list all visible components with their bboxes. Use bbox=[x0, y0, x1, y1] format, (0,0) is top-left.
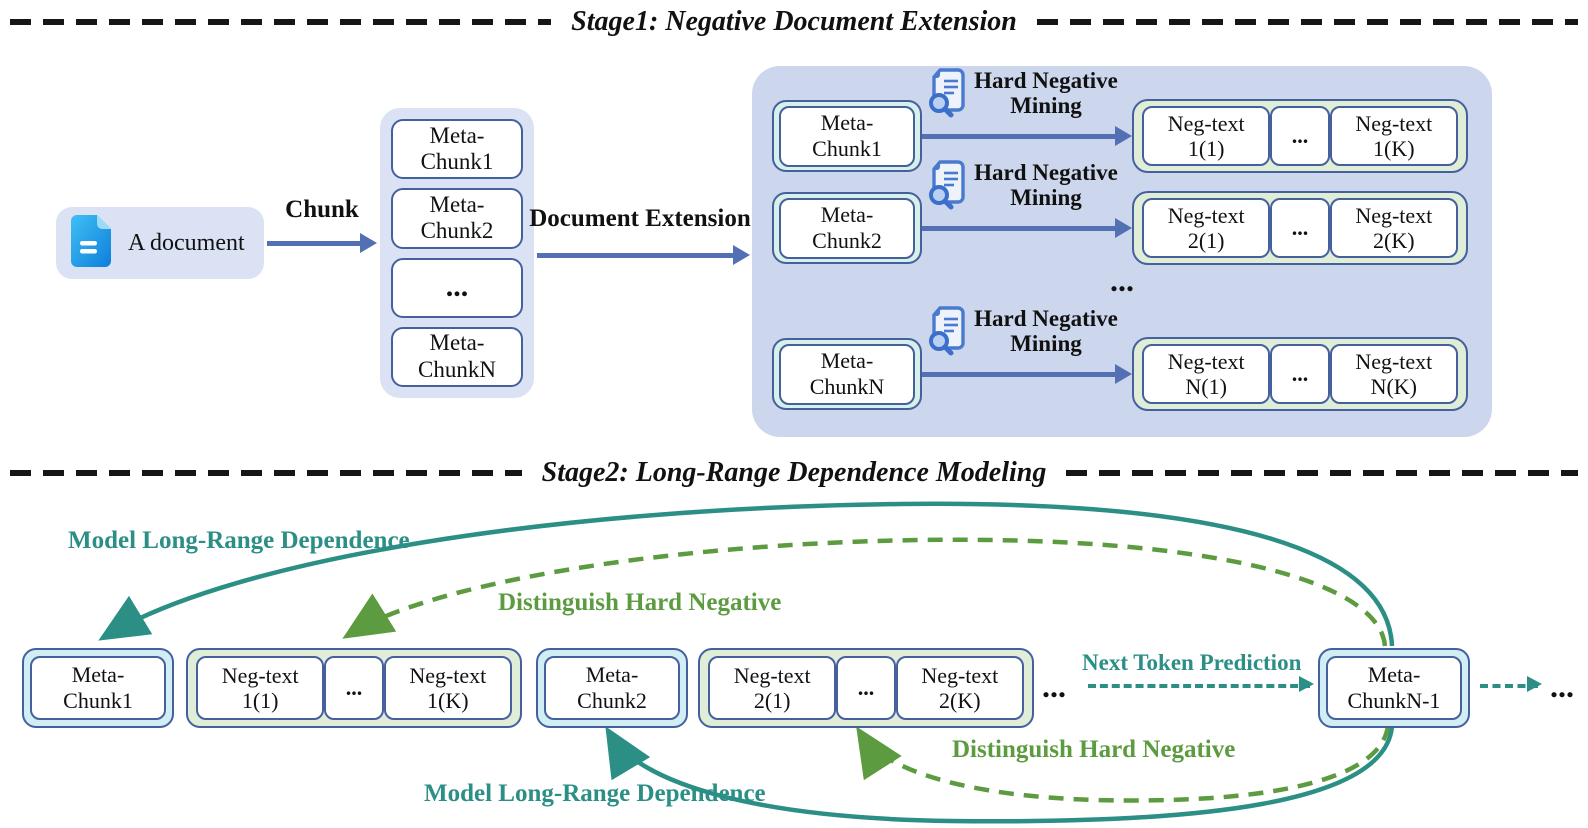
document-search-icon bbox=[926, 306, 968, 361]
neg-text-ellipsis: ... bbox=[1270, 198, 1330, 258]
seq-meta-chunkN-1-box: Meta-ChunkN-1 bbox=[1318, 648, 1470, 728]
stack-ellipsis-box: ... bbox=[391, 257, 523, 318]
hard-negative-mining-label: Hard Negative Mining bbox=[926, 68, 1122, 123]
document-icon bbox=[69, 214, 115, 273]
dashed-divider bbox=[1036, 19, 1578, 25]
mining-arrow bbox=[922, 218, 1132, 238]
meta-chunk1-box: Meta-Chunk1 bbox=[391, 119, 523, 180]
distinguish-hard-negative-label-bottom: Distinguish Hard Negative bbox=[952, 736, 1236, 763]
dashed-divider bbox=[10, 19, 552, 25]
dashed-divider bbox=[1066, 470, 1578, 476]
document-extension-arrow bbox=[537, 245, 750, 265]
meta-chunkN-box: Meta-ChunkN bbox=[391, 326, 523, 387]
meta-chunk2-box: Meta-Chunk2 bbox=[772, 192, 922, 264]
neg-text-ellipsis: ... bbox=[1270, 106, 1330, 166]
document-search-icon bbox=[926, 160, 968, 215]
stage1-title-row: Stage1: Negative Document Extension bbox=[10, 6, 1578, 38]
negative-extension-panel: Meta-Chunk1 Hard Negative bbox=[752, 66, 1492, 437]
model-dependence-curve-bottom bbox=[605, 725, 1395, 824]
seq-meta-chunk1-box: Meta-Chunk1 bbox=[22, 648, 174, 728]
mining-arrow bbox=[922, 126, 1132, 146]
panel-rows-ellipsis: ... bbox=[1110, 262, 1134, 298]
document-card: A document bbox=[56, 207, 264, 279]
neg-text-ellipsis: ... bbox=[836, 656, 896, 720]
neg-text-ellipsis: ... bbox=[324, 656, 384, 720]
document-search-icon bbox=[926, 68, 968, 123]
document-label: A document bbox=[128, 229, 245, 256]
neg-text-ellipsis: ... bbox=[1270, 344, 1330, 404]
stage1-title: Stage1: Negative Document Extension bbox=[571, 6, 1017, 37]
model-dependence-label-bottom: Model Long-Range Dependence bbox=[424, 780, 766, 807]
seq-meta-chunk2-box: Meta-Chunk2 bbox=[536, 648, 688, 728]
meta-chunk2-box: Meta-Chunk2 bbox=[391, 188, 523, 249]
dashed-divider bbox=[10, 470, 522, 476]
document-extension-label: Document Extension bbox=[529, 205, 751, 232]
distinguish-hard-negative-curve-bottom bbox=[856, 725, 1391, 803]
mining-arrow bbox=[922, 364, 1132, 384]
dependence-curves bbox=[98, 501, 1395, 824]
meta-chunkN-box: Meta-ChunkN bbox=[772, 338, 922, 410]
model-dependence-label-top: Model Long-Range Dependence bbox=[68, 527, 410, 554]
mining-row-N: Meta-ChunkN Hard Negative bbox=[772, 306, 1468, 411]
hard-negative-mining-label: Hard Negative Mining bbox=[926, 306, 1122, 361]
distinguish-hard-negative-label-top: Distinguish Hard Negative bbox=[498, 589, 782, 616]
sequence-end-ellipsis: ... bbox=[1550, 668, 1574, 704]
mining-row-1: Meta-Chunk1 Hard Negative bbox=[772, 68, 1468, 173]
mining-row-2: Meta-Chunk2 Hard Negative bbox=[772, 160, 1468, 265]
stage2-title: Stage2: Long-Range Dependence Modeling bbox=[541, 457, 1047, 488]
chunk-arrow bbox=[267, 233, 377, 253]
stage2-title-row: Stage2: Long-Range Dependence Modeling bbox=[10, 457, 1578, 489]
chunk-arrow-label: Chunk bbox=[285, 196, 359, 223]
next-token-prediction-arrow bbox=[1088, 676, 1314, 692]
continue-arrow bbox=[1480, 676, 1542, 692]
meta-chunk1-box: Meta-Chunk1 bbox=[772, 100, 922, 172]
sequence-ellipsis: ... bbox=[1042, 668, 1066, 704]
hard-negative-mining-label: Hard Negative Mining bbox=[926, 160, 1122, 215]
distinguish-hard-negative-curve-top bbox=[342, 537, 1388, 647]
meta-chunk-stack: Meta-Chunk1 Meta-Chunk2 ... Meta-ChunkN bbox=[380, 108, 534, 398]
model-dependence-curve-top bbox=[98, 501, 1395, 647]
next-token-prediction-label: Next Token Prediction bbox=[1082, 650, 1302, 675]
